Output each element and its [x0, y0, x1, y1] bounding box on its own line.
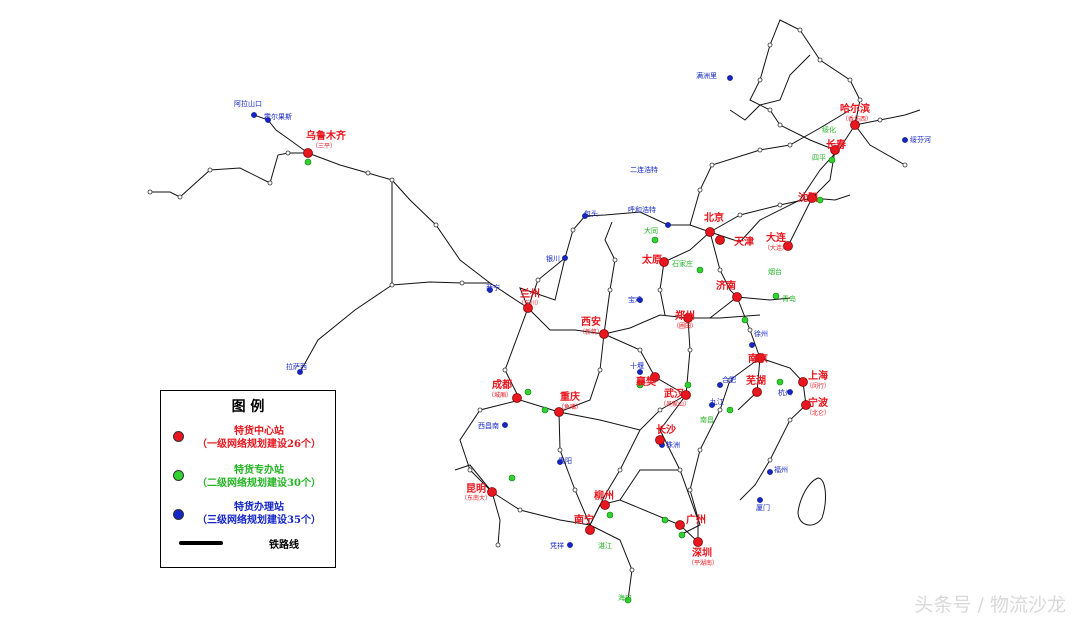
special-label-zhanjiang: 湛江 — [598, 542, 612, 550]
agency-label-baoji: 宝鸡 — [628, 295, 642, 304]
hub-label-ningbo: 宁波 — [808, 396, 829, 409]
agency-labels: 满洲里 阿拉山口 霍尔果斯 绥芬河 二连浩特 呼和浩特 包头 银川 西宁 拉萨西… — [234, 71, 931, 550]
agency-label-manzhouli: 满洲里 — [696, 71, 717, 80]
legend-special-dot — [173, 470, 184, 481]
taiwan-outline — [797, 477, 826, 526]
special-label-datong: 大同 — [644, 226, 658, 235]
special-label-nanchang: 南昌 — [700, 415, 714, 424]
hub-stations — [303, 120, 860, 547]
special-label-shijiazhuang: 石家庄 — [672, 259, 693, 268]
legend-special-label: 特货专办站 — [234, 465, 284, 476]
watermark: 头条号 / 物流沙龙 — [914, 594, 1066, 616]
agency-label-jiujiang: 九江 — [710, 397, 724, 406]
agency-label-hohhot: 呼和浩特 — [628, 205, 656, 214]
legend: 图 例 特货中心站 （一级网络规划建设26个） 特货专办站 （二级网络规划建设3… — [160, 390, 336, 568]
hub-label-lanzhou: 兰州 — [520, 287, 540, 300]
special-label-yantai: 烟台 — [768, 267, 782, 276]
minor-stations — [147, 27, 908, 573]
hub-sub-shanghai: （闵行） — [806, 382, 830, 390]
agency-label-hefei: 合肥 — [722, 375, 736, 384]
hub-label-xiangfan: 襄樊 — [635, 375, 657, 388]
legend-agency-label: 特货办理站 — [234, 502, 284, 513]
hub-sub-xian: （新筑） — [579, 328, 603, 336]
agency-label-xining: 西宁 — [486, 283, 500, 292]
hub-label-wuhu: 芜湖 — [746, 374, 766, 387]
hub-label-jinan: 济南 — [716, 279, 736, 292]
legend-special-desc: （二级网络规划建设30个） — [197, 478, 321, 489]
agency-label-suifenhe: 绥芬河 — [910, 135, 931, 144]
legend-hub-label: 特货中心站 — [234, 426, 284, 437]
special-labels: 绥化 四平 大同 石家庄 烟台 青岛 南昌 海口 湛江 — [598, 125, 836, 602]
special-label-qingdao: 青岛 — [782, 294, 796, 303]
hub-label-guangzhou: 广州 — [686, 513, 706, 526]
hub-label-shenzhen: 深圳 — [692, 546, 712, 559]
hub-label-changsha: 长沙 — [656, 423, 676, 436]
agency-label-erlianhaote: 二连浩特 — [630, 165, 658, 174]
hub-label-shanghai: 上海 — [808, 369, 828, 382]
legend-title: 图 例 — [231, 399, 265, 415]
agency-label-zhuzhou: 株洲 — [666, 440, 680, 449]
legend-agency-dot — [173, 509, 184, 520]
agency-label-hangzhou: 杭州 — [778, 388, 792, 397]
hub-label-nanjing: 南京 — [748, 352, 768, 365]
hub-sub-dalian: （大连湾） — [764, 244, 794, 252]
hub-sub-kunming: （东南大） — [461, 494, 491, 502]
hub-label-wuhan: 武汉 — [664, 387, 685, 400]
agency-label-pingxiang: 凭祥 — [550, 541, 564, 550]
special-label-suihua: 绥化 — [822, 125, 836, 134]
hub-sub-shenzhen: （平湖南） — [688, 559, 718, 567]
hub-label-harbin: 哈尔滨 — [840, 102, 870, 115]
special-stations — [304, 156, 836, 604]
hub-sub-wuhan: （吴家山） — [660, 400, 690, 408]
hub-sub-lanzhou: （东川） — [518, 299, 542, 307]
hub-label-taiyuan: 太原 — [641, 253, 662, 266]
hub-sub-ningbo: （北仑） — [806, 409, 830, 417]
hub-labels: 乌鲁木齐 （三平） 哈尔滨 （香坊西） 长春 沈阳 北京 天津 大连 （大连湾）… — [306, 102, 872, 567]
hub-sub-harbin: （香坊西） — [842, 115, 872, 123]
hub-label-changchun: 长春 — [826, 138, 846, 151]
hub-label-chengdu: 成都 — [492, 378, 512, 391]
agency-label-baotou: 包头 — [584, 209, 598, 218]
agency-stations — [251, 75, 908, 548]
agency-label-shiyan: 十堰 — [630, 361, 644, 370]
hub-label-shenyang: 沈阳 — [798, 191, 818, 204]
hub-sub-chongqing: （鱼嘴） — [558, 403, 582, 411]
hub-sub-zhengzhou: （圃田） — [673, 323, 697, 330]
special-label-siping: 四平 — [812, 154, 826, 162]
agency-label-yinchuan: 银川 — [546, 254, 560, 263]
hub-label-dalian: 大连 — [766, 231, 787, 244]
agency-label-guiyang: 贵阳 — [558, 456, 572, 465]
agency-label-xichang-south: 西昌南 — [478, 421, 499, 430]
hub-label-chongqing: 重庆 — [560, 390, 580, 403]
legend-rail-line-label: 铁路线 — [269, 540, 299, 551]
hub-label-liuzhou: 柳州 — [594, 489, 614, 502]
legend-agency-desc: （三级网络规划建设35个） — [197, 515, 321, 526]
agency-label-alashankou: 阿拉山口 — [234, 99, 262, 108]
legend-hub-desc: （一级网络规划建设26个） — [197, 439, 321, 450]
special-label-haikou: 海口 — [618, 593, 632, 602]
hub-label-tianjin: 天津 — [734, 235, 754, 248]
hub-sub-chengdu: （城厢） — [488, 392, 512, 399]
hub-sub-urumqi: （三平） — [312, 143, 336, 150]
hub-label-kunming: 昆明 — [466, 483, 486, 495]
hub-label-nanning: 南宁 — [574, 513, 594, 526]
agency-label-khorgos: 霍尔果斯 — [264, 112, 292, 121]
hub-label-xian: 西安 — [581, 315, 601, 328]
agency-label-fuzhou: 福州 — [774, 465, 788, 474]
agency-label-xuzhou: 徐州 — [754, 329, 768, 338]
hub-label-zhengzhou: 郑州 — [675, 309, 695, 322]
legend-rail-line-swatch — [179, 541, 223, 545]
hub-label-urumqi: 乌鲁木齐 — [306, 129, 347, 142]
hub-label-beijing: 北京 — [704, 211, 724, 224]
agency-label-xiamen: 厦门 — [756, 503, 770, 512]
agency-label-lhasa-west: 拉萨西 — [286, 362, 307, 371]
legend-hub-dot — [173, 431, 184, 442]
